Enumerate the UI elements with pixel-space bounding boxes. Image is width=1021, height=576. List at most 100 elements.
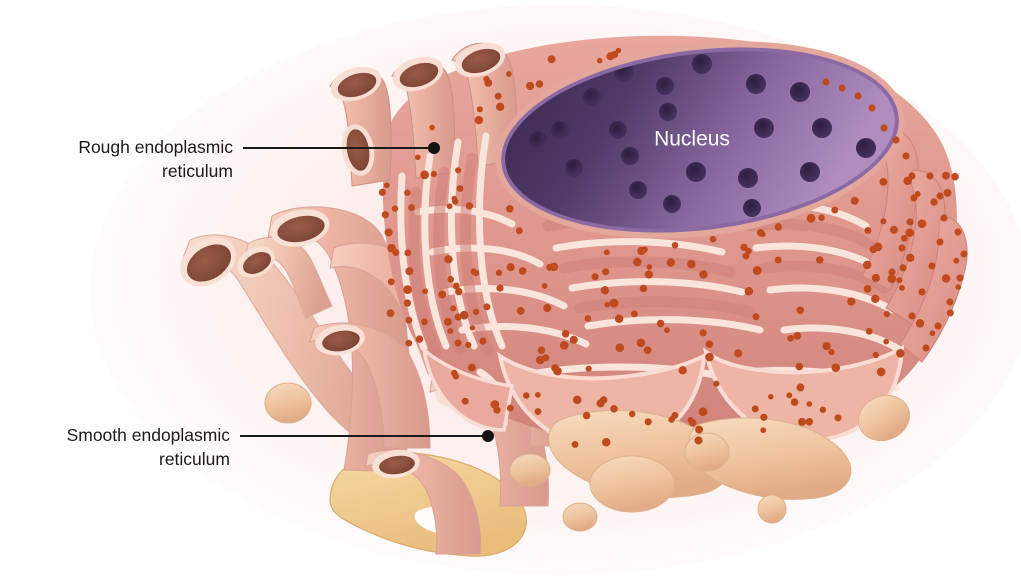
ribosome bbox=[863, 285, 872, 293]
nuclear-pore bbox=[686, 162, 706, 182]
rough-er-tube-b-opening bbox=[399, 62, 439, 88]
ribosome bbox=[537, 346, 546, 354]
ribosome bbox=[483, 76, 490, 83]
ribosome bbox=[465, 202, 474, 210]
ribosome bbox=[604, 301, 611, 308]
ribosome bbox=[751, 405, 759, 413]
ribosome bbox=[450, 305, 457, 312]
ribosome bbox=[639, 284, 648, 293]
ribosome bbox=[506, 263, 515, 272]
ribosome bbox=[403, 299, 412, 307]
transport-vesicles bbox=[509, 394, 910, 532]
nucleus-label: Nucleus bbox=[654, 128, 730, 151]
ribosome bbox=[740, 243, 748, 251]
ribosome bbox=[444, 255, 453, 264]
ribosome bbox=[926, 172, 934, 180]
ribosome bbox=[896, 277, 903, 284]
ribosome bbox=[822, 341, 831, 351]
ribosome bbox=[928, 262, 936, 270]
ribosome bbox=[572, 395, 582, 405]
nuclear-pores bbox=[529, 54, 876, 217]
smooth-er-annotation: Smooth endoplasmic reticulum bbox=[67, 425, 494, 469]
ribosome bbox=[405, 267, 414, 276]
smooth-er-leader-dot bbox=[482, 430, 494, 442]
ribosome bbox=[876, 367, 886, 377]
ribosome bbox=[483, 303, 491, 311]
rough-er-tube-a-opening2 bbox=[346, 129, 370, 171]
smooth-er-label-line2: reticulum bbox=[159, 449, 230, 469]
nuclear-pore bbox=[692, 54, 712, 74]
ribosome bbox=[614, 314, 624, 324]
ribosome bbox=[438, 290, 447, 299]
ribosome bbox=[656, 319, 665, 328]
nuclear-pore bbox=[790, 82, 810, 102]
ribosome bbox=[429, 124, 435, 131]
ribosome bbox=[479, 337, 487, 345]
ribosome bbox=[668, 416, 675, 423]
ribosome bbox=[584, 315, 592, 322]
ribosome bbox=[922, 344, 930, 352]
ribosome bbox=[929, 330, 936, 337]
ribosome bbox=[872, 351, 880, 359]
ribosome bbox=[523, 392, 530, 399]
ribosome bbox=[472, 269, 480, 277]
ribosome bbox=[760, 231, 766, 237]
ribosome bbox=[601, 438, 611, 447]
ribosome bbox=[546, 263, 554, 271]
ribosome bbox=[752, 266, 762, 276]
vesicle-small-4 bbox=[562, 502, 598, 532]
smooth-er-tube-1-opening bbox=[186, 244, 232, 282]
nuclear-pore bbox=[629, 181, 647, 199]
ribosome bbox=[796, 306, 804, 315]
ribosome bbox=[467, 363, 476, 372]
ribosome bbox=[847, 297, 856, 306]
ribosome bbox=[606, 52, 615, 61]
ribosome bbox=[889, 225, 899, 234]
ribosome bbox=[786, 392, 793, 399]
ribosome bbox=[918, 288, 926, 296]
nucleus: Nucleus bbox=[495, 41, 905, 239]
ribosome bbox=[602, 268, 610, 276]
ribosome bbox=[868, 104, 876, 112]
ribosome bbox=[609, 298, 619, 308]
ribosome bbox=[905, 228, 914, 237]
ribosome bbox=[515, 227, 523, 235]
ribosome bbox=[459, 310, 469, 320]
ribosome bbox=[687, 417, 694, 424]
ribosome bbox=[698, 407, 708, 417]
nuclear-pore bbox=[583, 88, 601, 106]
ribosome bbox=[880, 218, 887, 225]
smooth-er-tube-5-opening bbox=[322, 330, 360, 352]
ribosome bbox=[600, 286, 610, 295]
ribosome bbox=[795, 362, 804, 371]
ribosome bbox=[591, 273, 599, 281]
ribosome bbox=[472, 308, 480, 316]
rough-er-leader-dot bbox=[428, 142, 440, 154]
ribosome bbox=[896, 349, 905, 358]
ribosome bbox=[630, 310, 638, 318]
nuclear-pore bbox=[609, 121, 627, 139]
ribosome bbox=[898, 244, 906, 252]
ribosome bbox=[828, 349, 835, 356]
ribosome bbox=[628, 410, 636, 418]
annotations: Rough endoplasmic reticulum Smooth endop… bbox=[67, 137, 494, 469]
ribosome bbox=[430, 170, 438, 178]
ribosome bbox=[452, 282, 460, 290]
ribosome bbox=[646, 264, 653, 270]
ribosome bbox=[899, 284, 905, 291]
ribosome bbox=[585, 365, 592, 372]
ribosome bbox=[917, 219, 927, 228]
ribosome bbox=[960, 250, 968, 258]
nuclear-pore bbox=[800, 162, 820, 182]
ribosome bbox=[869, 245, 878, 254]
ribosome bbox=[415, 335, 424, 343]
ribosome bbox=[408, 204, 416, 212]
ribosome bbox=[493, 406, 501, 414]
ribosome bbox=[569, 335, 578, 344]
ribosome bbox=[421, 318, 428, 326]
ribosome bbox=[834, 414, 842, 422]
ribosome bbox=[405, 339, 413, 347]
ribosome bbox=[942, 171, 950, 180]
ribosome bbox=[752, 313, 760, 321]
ribosome bbox=[745, 247, 752, 255]
